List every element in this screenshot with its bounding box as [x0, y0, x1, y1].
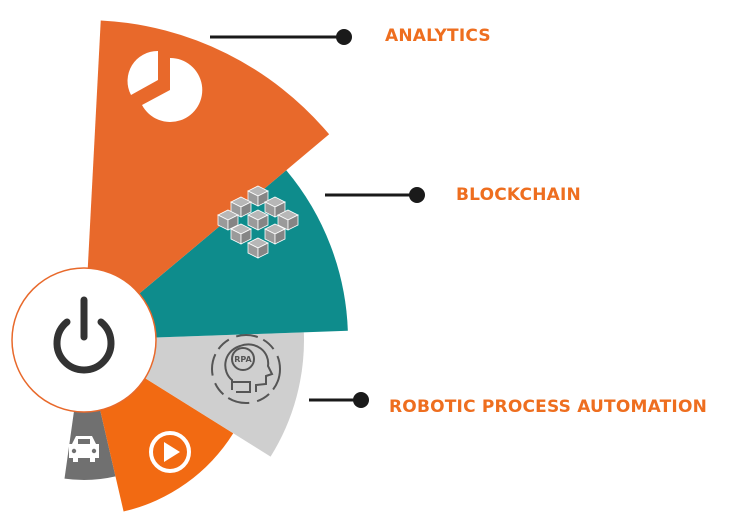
blockchain-connector [325, 187, 425, 203]
rpa-icon-text: RPA [234, 355, 252, 364]
cube-icon [230, 223, 252, 245]
cube-icon [264, 196, 286, 218]
cube-icon [277, 209, 299, 231]
label-analytics: ANALYTICS [385, 26, 491, 46]
car-icon [69, 436, 99, 462]
analytics-connector [210, 29, 352, 45]
pie-chart-icon [127, 50, 203, 122]
blockchain-cubes-icon [217, 185, 299, 259]
cube-icon [264, 223, 286, 245]
cube-icon [217, 209, 239, 231]
connectors [210, 29, 425, 408]
analytics-segment [84, 20, 330, 341]
rpa-connector [309, 392, 369, 408]
cube-icon [247, 237, 269, 259]
cube-icon [230, 196, 252, 218]
label-rpa: ROBOTIC PROCESS AUTOMATION [389, 397, 708, 417]
power-icon [53, 296, 115, 374]
rpa-head-icon: RPA [211, 334, 281, 404]
center-circle [11, 267, 157, 413]
label-blockchain: BLOCKCHAIN [456, 185, 581, 205]
cube-icon [247, 209, 269, 231]
play-icon [149, 431, 191, 473]
